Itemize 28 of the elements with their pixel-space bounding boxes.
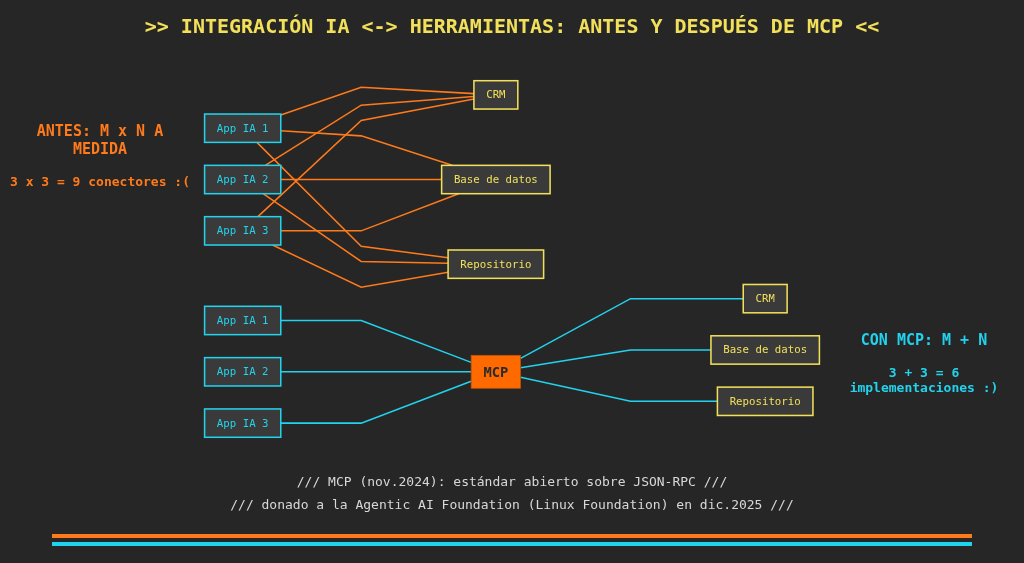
connector	[280, 319, 472, 364]
node-box: App IA 3	[203, 215, 282, 246]
node-box: App IA 2	[203, 164, 282, 195]
connector	[280, 129, 453, 167]
node-box: App IA 2	[203, 356, 282, 387]
footnote: /// donado a la Agentic AI Foundation (Linux Foundation) en dic.2025 ///	[230, 497, 794, 512]
node-box: CRM	[473, 79, 519, 110]
node-box: MCP	[470, 354, 521, 389]
summary-text: 3 x 3 = 9 conectores :(	[10, 174, 190, 189]
node-box: Base de datos	[440, 164, 551, 195]
connector	[280, 192, 460, 232]
footnote: /// MCP (nov.2024): estándar abierto sobre JSON-RPC ///	[296, 474, 728, 489]
connector	[280, 371, 472, 373]
connector	[262, 192, 449, 264]
node-box: App IA 1	[203, 113, 282, 144]
connector	[519, 297, 744, 360]
node-box: Repositorio	[716, 386, 814, 417]
node-box: App IA 1	[203, 305, 282, 336]
node-box: App IA 3	[203, 408, 282, 439]
node-box: CRM	[742, 283, 788, 314]
connector	[280, 380, 472, 424]
connector	[256, 141, 449, 259]
panel-heading: CON MCP: M + N	[860, 330, 988, 349]
summary-text: 3 + 3 = 6 implementaciones :)	[848, 364, 1000, 395]
diagram-title: >> INTEGRACIÓN IA <-> HERRAMIENTAS: ANTES Y DESPUÉS DE MCP <<	[144, 14, 880, 38]
node-box: Repositorio	[447, 249, 545, 280]
node-box: Base de datos	[710, 335, 821, 365]
panel-heading: ANTES: M x N A MEDIDA	[35, 122, 165, 158]
